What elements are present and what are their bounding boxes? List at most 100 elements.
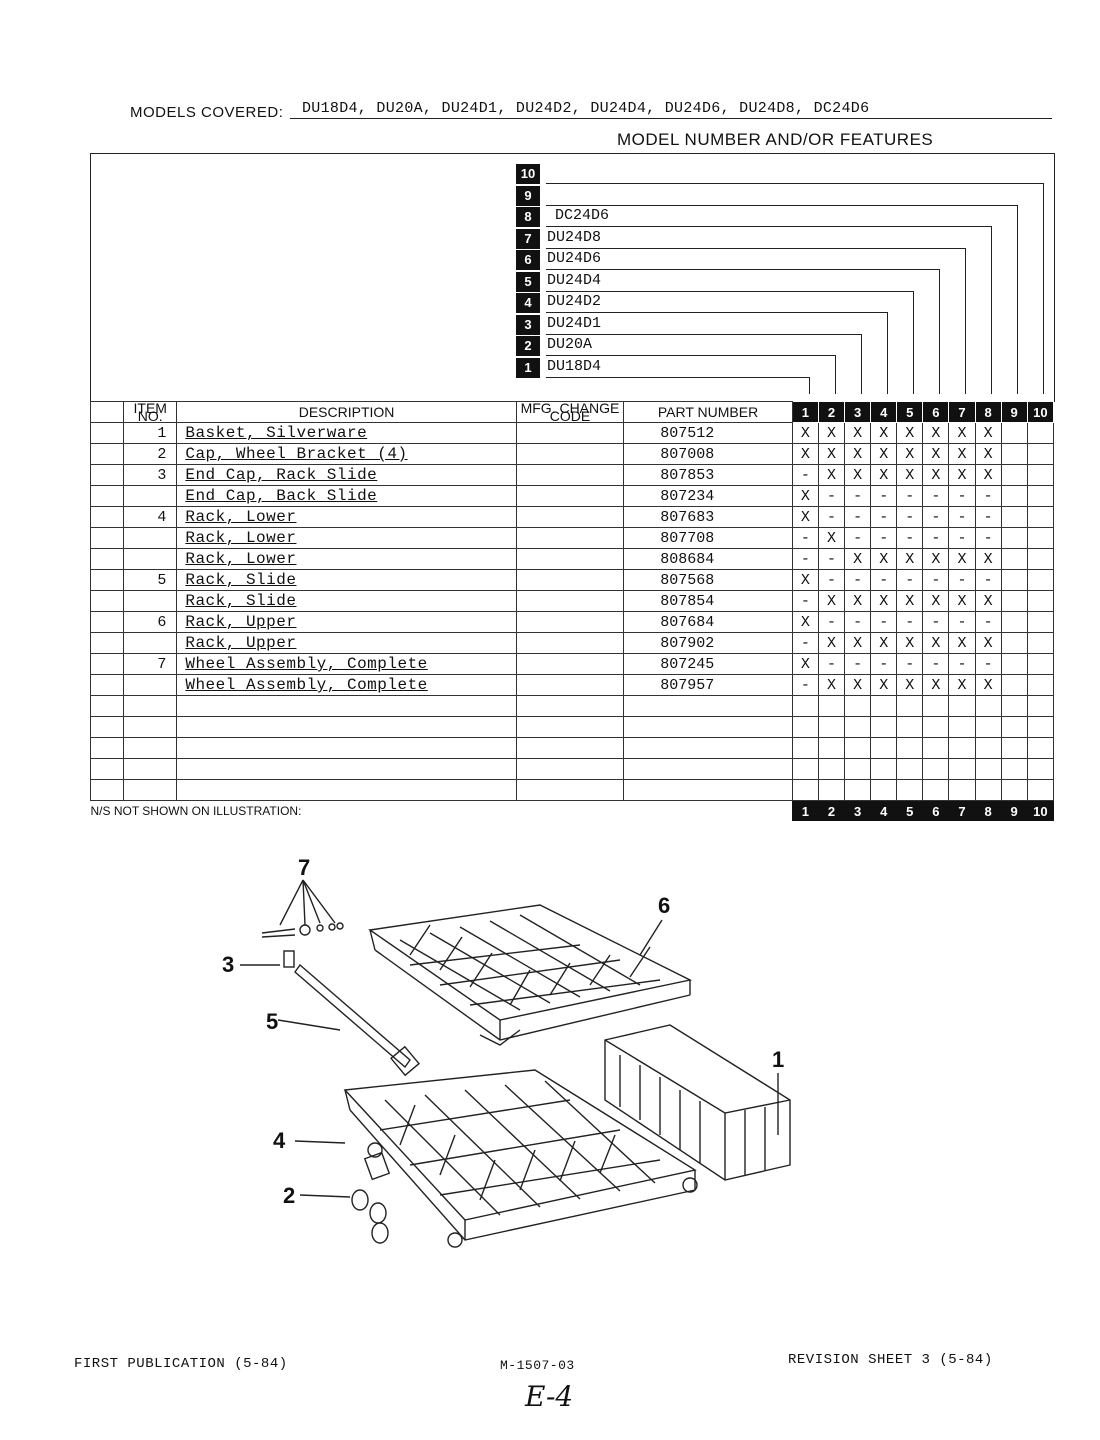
model-5-mark-cell: - — [896, 653, 924, 675]
models-covered-value: DU18D4, DU20A, DU24D1, DU24D2, DU24D4, D… — [302, 100, 870, 117]
part-number-cell: 807957 — [623, 674, 793, 696]
row-blank-cell — [89, 548, 125, 570]
model-10-mark-cell — [1026, 758, 1055, 780]
model-3-mark-cell: - — [844, 653, 872, 675]
model-2-mark-cell — [817, 695, 846, 717]
callout-3: 3 — [222, 952, 234, 977]
mfg-change-code-cell — [515, 674, 625, 696]
model-8-mark-cell: - — [974, 527, 1002, 549]
model-4-mark-cell — [870, 737, 898, 759]
callout-2-leader — [299, 1194, 351, 1198]
model-9-mark-cell — [1000, 569, 1028, 591]
model-9-mark-cell — [1000, 695, 1028, 717]
model-9-mark-cell — [1000, 527, 1028, 549]
model-8-mark-cell: - — [974, 653, 1002, 675]
model-9-mark-cell — [1000, 443, 1028, 465]
description-cell — [176, 695, 517, 717]
model-4-mark-cell — [870, 695, 898, 717]
model-1-mark-cell — [791, 716, 819, 738]
model-5-mark-cell: X — [896, 590, 924, 612]
part-number-cell — [623, 779, 793, 801]
model-3-mark-cell: X — [844, 674, 872, 696]
model-1-mark-cell: - — [791, 674, 819, 696]
model-6-mark-cell: X — [922, 443, 950, 465]
model-2-mark-cell: X — [817, 443, 846, 465]
model-3-mark-cell: - — [844, 506, 872, 528]
model-6-mark-cell — [922, 758, 950, 780]
model-6-mark-cell — [922, 779, 950, 801]
model-10-mark-cell — [1026, 422, 1055, 444]
table-row — [89, 758, 1055, 780]
model-10-mark-cell — [1026, 716, 1055, 738]
model-8-mark-cell — [974, 716, 1002, 738]
item-number-cell — [123, 485, 178, 507]
row-blank-cell — [89, 758, 125, 780]
model-index-label-1: DU18D4 — [547, 357, 602, 375]
model-col-footer-2: 2 — [818, 800, 845, 821]
row-blank-cell — [89, 716, 125, 738]
model-index-number-1: 1 — [516, 357, 540, 378]
model-8-mark-cell: X — [974, 590, 1002, 612]
model-3-mark-cell: - — [844, 485, 872, 507]
callout-5-leader — [277, 1019, 341, 1031]
model-6-mark-cell — [922, 695, 950, 717]
model-6-mark-cell: - — [922, 653, 950, 675]
model-6-mark-cell: - — [922, 506, 950, 528]
model-index-label-4: DU24D2 — [547, 293, 602, 310]
model-2-mark-cell: X — [817, 527, 846, 549]
model-index-label-2: DU20A — [547, 336, 593, 353]
model-5-mark-cell — [896, 779, 924, 801]
item-number-cell: 2 — [123, 443, 178, 465]
row-blank-cell — [89, 464, 125, 486]
models-covered-label: MODELS COVERED: — [130, 104, 284, 121]
model-5-mark-cell — [896, 758, 924, 780]
model-7-mark-cell — [948, 737, 976, 759]
model-1-mark-cell: X — [791, 485, 819, 507]
silverware-basket-drawing — [604, 1024, 791, 1181]
model-index-number-2: 2 — [516, 336, 540, 356]
model-4-mark-cell: X — [870, 674, 898, 696]
model-9-mark-cell — [1000, 737, 1028, 759]
mfg-change-code-cell — [515, 716, 625, 738]
model-5-mark-cell — [896, 737, 924, 759]
table-row — [89, 779, 1055, 801]
description-cell: End Cap, Rack Slide — [176, 464, 517, 486]
model-drop-line-2 — [835, 355, 836, 394]
model-index-number-7: 7 — [516, 228, 540, 249]
row-blank-cell — [89, 674, 125, 696]
mfg-change-code-cell — [515, 779, 625, 801]
revision-sheet: REVISION SHEET 3 (5-84) — [788, 1352, 993, 1368]
model-leader-line-3 — [546, 333, 861, 335]
model-7-mark-cell — [948, 758, 976, 780]
model-index-label-8: DC24D6 — [555, 207, 610, 224]
row-blank-cell — [89, 653, 125, 675]
model-7-mark-cell: - — [948, 506, 976, 528]
mfg-change-code-cell — [515, 422, 625, 444]
model-1-mark-cell: - — [791, 527, 819, 549]
model-10-mark-cell — [1026, 527, 1055, 549]
part-number-cell: 807853 — [623, 464, 793, 486]
model-drop-line-1 — [809, 376, 810, 394]
model-9-mark-cell — [1000, 506, 1028, 528]
model-2-mark-cell: X — [817, 632, 846, 654]
table-row — [89, 695, 1055, 717]
model-9-mark-cell — [1000, 464, 1028, 486]
feature-heading: MODEL NUMBER AND/OR FEATURES — [617, 130, 934, 149]
model-1-mark-cell: - — [791, 632, 819, 654]
model-index-number-3: 3 — [516, 314, 540, 335]
model-col-header-10: 10 — [1026, 401, 1055, 423]
model-col-footer-10: 10 — [1027, 800, 1054, 821]
model-6-mark-cell — [922, 737, 950, 759]
part-number-cell: 807245 — [623, 653, 793, 675]
model-2-mark-cell: X — [817, 590, 846, 612]
model-2-mark-cell: - — [817, 485, 846, 507]
item-number-cell — [123, 737, 178, 759]
model-5-mark-cell: X — [896, 443, 924, 465]
item-number-cell — [123, 695, 178, 717]
model-7-mark-cell: X — [948, 422, 976, 444]
model-10-mark-cell — [1026, 611, 1055, 633]
rack-exploded-illustration: 1 2 3 4 5 6 7 — [222, 855, 791, 1248]
model-drop-line-8 — [991, 226, 992, 394]
item-number-cell — [123, 632, 178, 654]
